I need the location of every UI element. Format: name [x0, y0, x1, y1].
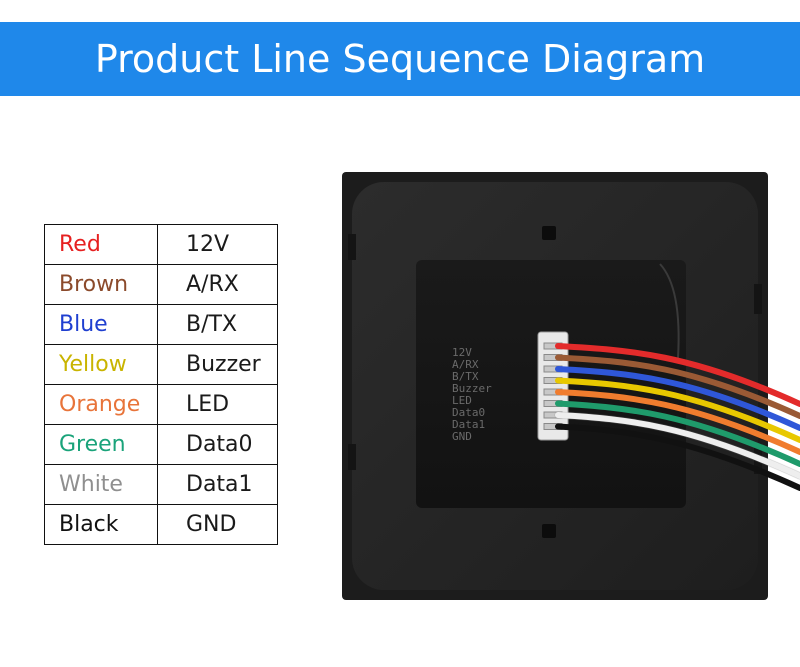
device-back-panel: 12V A/RX B/TX Buzzer LED Data0 Data1 GND: [342, 172, 800, 600]
mounting-slot-bottom: [542, 524, 556, 538]
title-banner: Product Line Sequence Diagram: [0, 22, 800, 96]
pin-label: LED: [452, 394, 472, 407]
wire: [555, 389, 800, 455]
wire-function-cell: Buzzer: [157, 344, 278, 385]
side-notch: [348, 234, 356, 260]
wire: [555, 343, 800, 407]
pin-label: B/TX: [452, 370, 479, 383]
pin-label: GND: [452, 430, 472, 443]
connector-pins: [543, 342, 563, 430]
pin-label-silkscreen: 12V A/RX B/TX Buzzer LED Data0 Data1 GND: [452, 346, 492, 443]
page-title: Product Line Sequence Diagram: [94, 37, 706, 81]
wire-function-cell: GND: [157, 504, 278, 545]
wire-color-cell: Yellow: [44, 344, 158, 385]
table-row: Black GND: [44, 504, 278, 545]
wire-harness: [555, 343, 800, 491]
wire-color-cell: Green: [44, 424, 158, 465]
wire-function-cell: Data0: [157, 424, 278, 465]
wire: [555, 400, 800, 467]
wire: [555, 377, 800, 443]
pin-label: Data0: [452, 406, 485, 419]
pin-label: A/RX: [452, 358, 479, 371]
wire-color-table: Red 12V Brown A/RX Blue B/TX Yellow Buzz…: [44, 224, 278, 545]
mounting-slot-top: [542, 226, 556, 240]
wire-color-cell: Blue: [44, 304, 158, 345]
wire-color-cell: Red: [44, 224, 158, 265]
side-notch: [754, 284, 762, 314]
pin-label: Buzzer: [452, 382, 492, 395]
wire-color-cell: Brown: [44, 264, 158, 305]
pin-label: Data1: [452, 418, 485, 431]
table-row: Green Data0: [44, 424, 278, 465]
wire-function-cell: A/RX: [157, 264, 278, 305]
wire-function-cell: B/TX: [157, 304, 278, 345]
wire-color-cell: Black: [44, 504, 158, 545]
wire-function-cell: Data1: [157, 464, 278, 505]
wire-color-cell: White: [44, 464, 158, 505]
wire: [555, 366, 800, 431]
wire: [555, 423, 800, 491]
pin-label: 12V: [452, 346, 472, 359]
side-notch: [348, 444, 356, 470]
table-row: Blue B/TX: [44, 304, 278, 345]
wire: [555, 354, 800, 419]
table-row: Red 12V: [44, 224, 278, 265]
wire-function-cell: 12V: [157, 224, 278, 265]
table-row: Brown A/RX: [44, 264, 278, 305]
wire: [555, 412, 800, 479]
wire-function-cell: LED: [157, 384, 278, 425]
table-row: White Data1: [44, 464, 278, 505]
wire-color-cell: Orange: [44, 384, 158, 425]
table-row: Yellow Buzzer: [44, 344, 278, 385]
table-row: Orange LED: [44, 384, 278, 425]
